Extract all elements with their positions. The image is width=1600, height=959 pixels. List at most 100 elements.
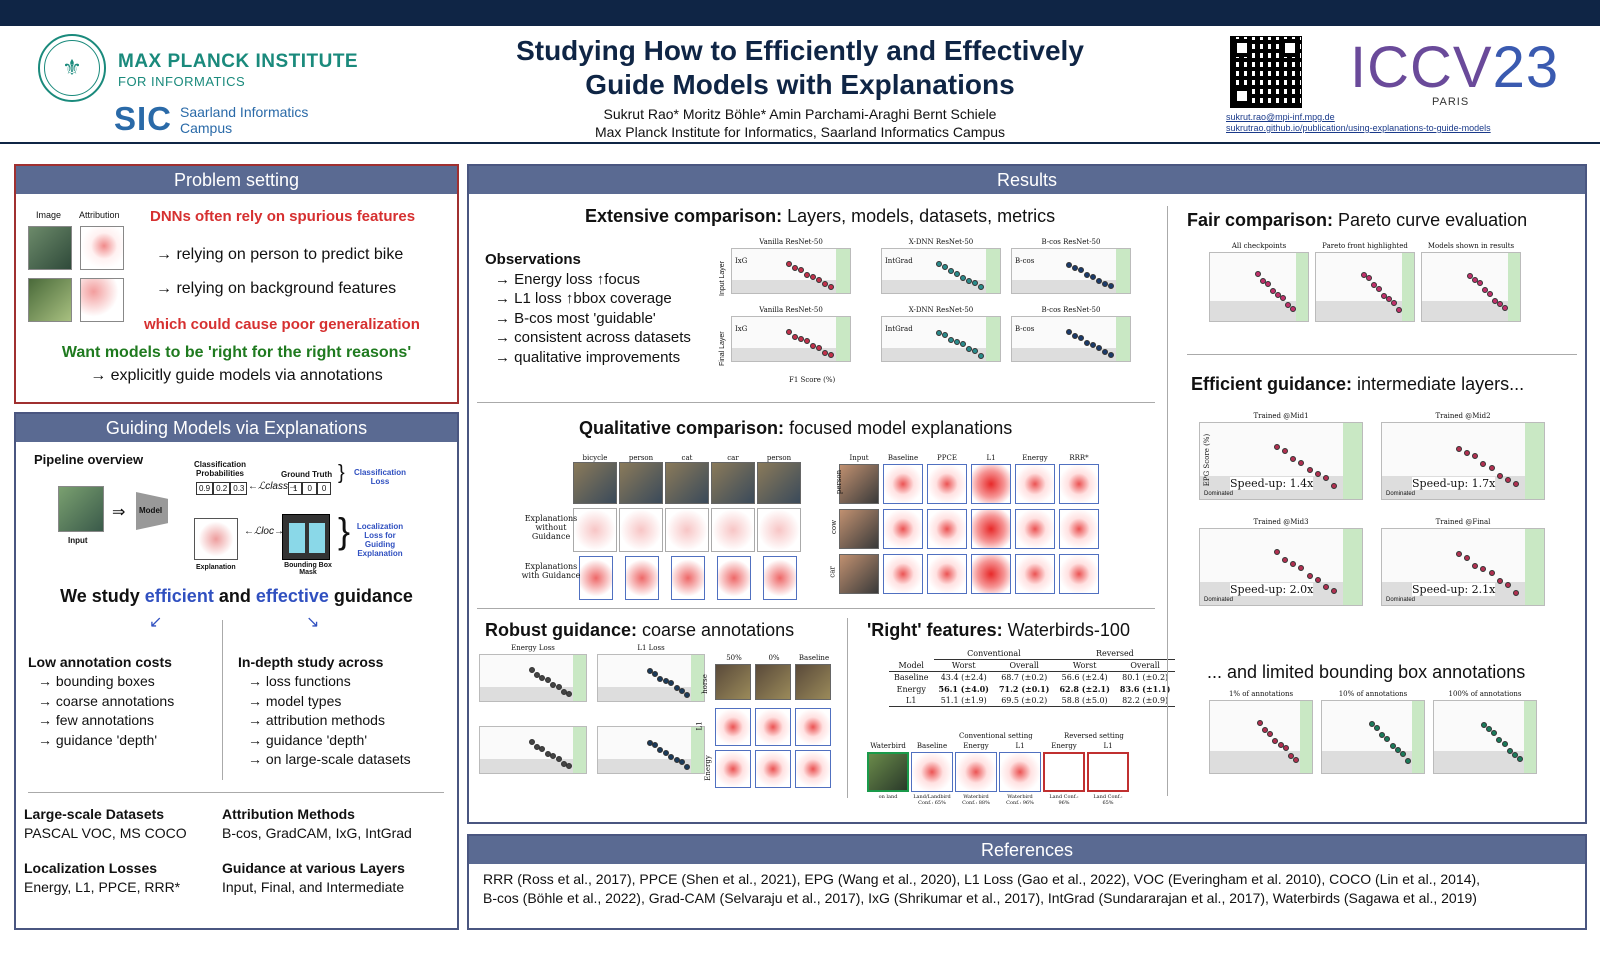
background-text: → relying on background features <box>156 280 397 297</box>
input-label: Input <box>68 536 88 545</box>
dominating-region <box>1523 701 1536 773</box>
limited-title: ... and limited bounding box annotations <box>1207 662 1526 682</box>
qual2-map <box>1059 509 1099 549</box>
plot-title: 10% of annotations <box>1338 690 1408 698</box>
observations: Observations → Energy loss ↑focus → L1 l… <box>485 251 691 366</box>
qual-row-with: Explanations with Guidance <box>521 562 581 580</box>
iccv-location: PARIS <box>1432 96 1470 108</box>
qual-photo <box>619 462 663 504</box>
title-block: Studying How to Efficiently and Effectiv… <box>420 34 1180 140</box>
data-point <box>1472 562 1479 569</box>
dominated-label: Dominated <box>1386 491 1416 497</box>
qual-col-label: bicycle <box>582 454 608 462</box>
dominated-region <box>480 687 586 701</box>
data-point <box>1464 449 1470 456</box>
wb-caption: Waterbird Conf.: 96% <box>1006 794 1034 806</box>
plot-method: IxG <box>735 325 748 333</box>
email-link[interactable]: sukrut.rao@mpi-inf.mpg.de <box>1226 112 1335 122</box>
dominated-region <box>1422 300 1520 321</box>
extensive-plot: IntGrad <box>881 316 1001 362</box>
dominating-region <box>1299 701 1312 773</box>
dominating-region <box>835 249 850 293</box>
data-point <box>566 763 573 769</box>
robust-map-energy <box>755 750 791 788</box>
generalization-text: which could cause poor generalization <box>144 316 420 333</box>
data-point <box>792 333 798 340</box>
data-point <box>1090 342 1096 349</box>
data-point <box>1492 297 1498 304</box>
plot-title: L1 Loss <box>637 644 665 652</box>
dominated-region <box>1012 347 1130 361</box>
data-point <box>1066 328 1072 335</box>
data-point <box>1290 560 1297 567</box>
dominating-region <box>1402 253 1414 321</box>
plot-title: Models shown in results <box>1427 242 1515 250</box>
plot-method: B-cos <box>1015 257 1035 265</box>
qual2-map <box>883 509 923 549</box>
data-point <box>1488 570 1495 577</box>
qual-unguided-map <box>619 508 663 552</box>
data-point <box>1078 335 1084 342</box>
data-point <box>544 677 551 684</box>
data-point <box>1293 756 1300 763</box>
waterbird-map <box>911 752 953 792</box>
qualitative-title: Qualitative comparison: focused model ex… <box>579 418 1013 438</box>
data-point <box>1108 351 1114 358</box>
data-point <box>1090 273 1096 280</box>
qual2-map <box>927 464 967 504</box>
qual-unguided-map <box>573 508 617 552</box>
waterbird-photo <box>867 752 909 792</box>
contact-links: sukrut.rao@mpi-inf.mpg.de sukrutrao.gith… <box>1226 112 1491 134</box>
qual2-map <box>927 554 967 594</box>
section-divider <box>477 402 1155 403</box>
data-point <box>1379 732 1386 739</box>
dominated-region <box>1322 751 1424 773</box>
data-point <box>810 274 816 281</box>
arrow-down-icon: ↘ <box>306 614 320 631</box>
data-point <box>1290 305 1296 312</box>
qual2-col-label: Energy <box>1022 454 1048 462</box>
column-divider <box>847 618 848 798</box>
poster-header: ⚜ MAX PLANCK INSTITUTE FOR INFORMATICS S… <box>0 26 1600 144</box>
dominating-region <box>1524 423 1544 499</box>
top-bar <box>0 0 1600 26</box>
data-point <box>822 281 828 288</box>
plot-title: B-cos ResNet-50 <box>1041 306 1101 314</box>
section-divider <box>1187 354 1577 355</box>
data-point <box>1306 572 1313 579</box>
qual-unguided-map <box>665 508 709 552</box>
qual-guided-map <box>717 556 751 600</box>
project-url[interactable]: sukrutrao.github.io/publication/using-ex… <box>1226 123 1491 133</box>
column-divider <box>222 620 223 780</box>
qr-code-icon[interactable] <box>1230 36 1302 108</box>
data-point <box>1288 752 1294 759</box>
wb-col-label: L1 <box>1103 742 1113 750</box>
qual-guided-map <box>625 556 659 600</box>
robust-row-label: Energy <box>703 755 712 781</box>
low-cost-list: → bounding boxes→ coarse annotations→ fe… <box>38 673 175 748</box>
dominated-label: Dominated <box>1386 597 1416 603</box>
guiding-models-panel: Guiding Models via Explanations Pipeline… <box>14 412 459 930</box>
qual2-input <box>839 509 879 549</box>
data-point <box>1273 444 1280 451</box>
speedup-label: Speed-up: 1.7x <box>1412 477 1496 490</box>
wb-caption: Land/Landbird Conf.: 65% <box>913 794 951 806</box>
data-point <box>828 283 834 290</box>
qual2-col-label: Baseline <box>887 454 919 462</box>
efficient-guidance-title: Efficient guidance: intermediate layers.… <box>1191 374 1525 394</box>
robust-photo <box>755 664 791 700</box>
data-point <box>1480 722 1487 729</box>
attribution-methods-title: Attribution Methods <box>222 806 355 822</box>
data-point <box>786 328 792 335</box>
losses-text: Energy, L1, PPCE, RRR* <box>24 879 181 895</box>
qual2-map <box>1015 509 1055 549</box>
qual2-map <box>1015 554 1055 594</box>
data-point <box>966 277 972 284</box>
data-point <box>652 742 658 749</box>
qual2-col-label: Input <box>849 454 869 462</box>
references-text: RRR (Ross et al., 2017), PPCE (Shen et a… <box>483 871 1481 906</box>
depth-list: → loss functions→ model types→ attributi… <box>248 673 411 767</box>
qual2-col-label: L1 <box>986 454 996 462</box>
class-loss-label: Classification Loss <box>353 468 406 486</box>
